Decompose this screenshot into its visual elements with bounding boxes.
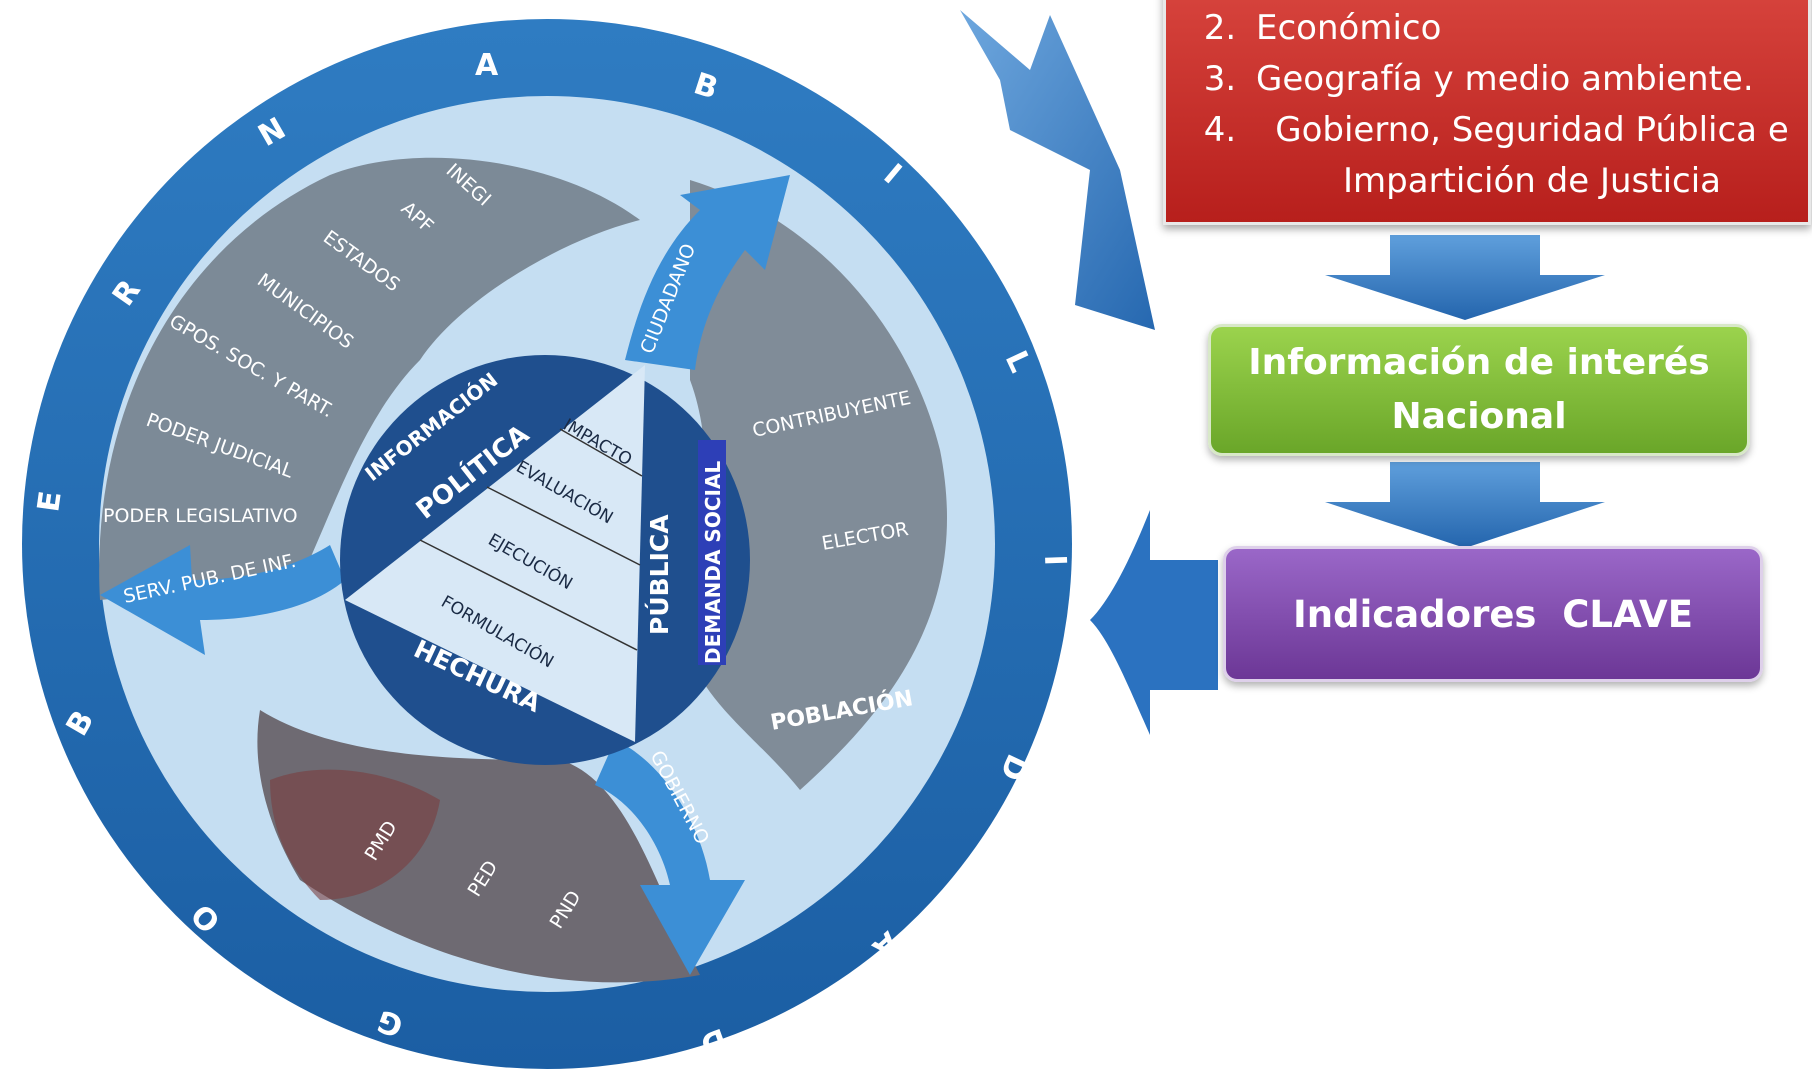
sector-text-2: Económico (1256, 8, 1442, 48)
ring-letter-8: I (1037, 554, 1072, 566)
stage-divider-3 (419, 539, 638, 651)
institution-poder-legislativo: PODER LEGISLATIVO (103, 505, 298, 527)
sector-list-box: 2. Económico 3. Geografía y medio ambiente… (1163, 0, 1811, 225)
publica-label: PÚBLICA (644, 514, 674, 635)
serv-pub-arrow (100, 545, 345, 655)
gobierno-arrow (595, 740, 745, 975)
sector-num-2: 2. (1203, 8, 1237, 48)
indicadores-clave-box: Indicadores CLAVE (1223, 546, 1763, 682)
institutions-photo (99, 157, 641, 600)
ciudadano-arrow (625, 175, 790, 370)
down-arrow-1 (1325, 235, 1605, 320)
demanda-social-highlight (698, 440, 726, 665)
society-photo (690, 180, 948, 790)
big-diagonal-arrow (960, 10, 1155, 330)
informacion-interes-nacional-title: Información de interés Nacional (1248, 342, 1710, 437)
indicadores-clave-title: Indicadores CLAVE (1293, 592, 1693, 636)
sector-text-4: Gobierno, Seguridad Pública e Impartició… (1275, 110, 1789, 201)
sector-num-4: 4. (1203, 110, 1237, 150)
demanda-social-label: DEMANDA SOCIAL (701, 461, 725, 664)
down-arrow-2 (1325, 462, 1605, 548)
ring-letter-1: E (31, 489, 69, 514)
left-pointing-arrow (1090, 510, 1218, 735)
informacion-interes-nacional-box: Información de interés Nacional (1208, 324, 1750, 456)
stage-divider-1 (559, 428, 643, 477)
flag-detail (270, 769, 440, 900)
sector-item-3: 3. Geografía y medio ambiente. (1184, 54, 1808, 105)
sector-list: 2. Económico 3. Geografía y medio ambiente… (1184, 3, 1808, 207)
sector-num-3: 3. (1203, 59, 1237, 99)
sector-item-4: 4. Gobierno, Seguridad Pública e Impartic… (1184, 105, 1808, 207)
sector-text-3: Geografía y medio ambiente. (1256, 59, 1754, 99)
policy-triangle (345, 365, 645, 742)
sector-item-2: 2. Económico (1184, 3, 1808, 54)
stage-divider-2 (486, 486, 641, 566)
ring-letter-4: A (475, 48, 499, 83)
